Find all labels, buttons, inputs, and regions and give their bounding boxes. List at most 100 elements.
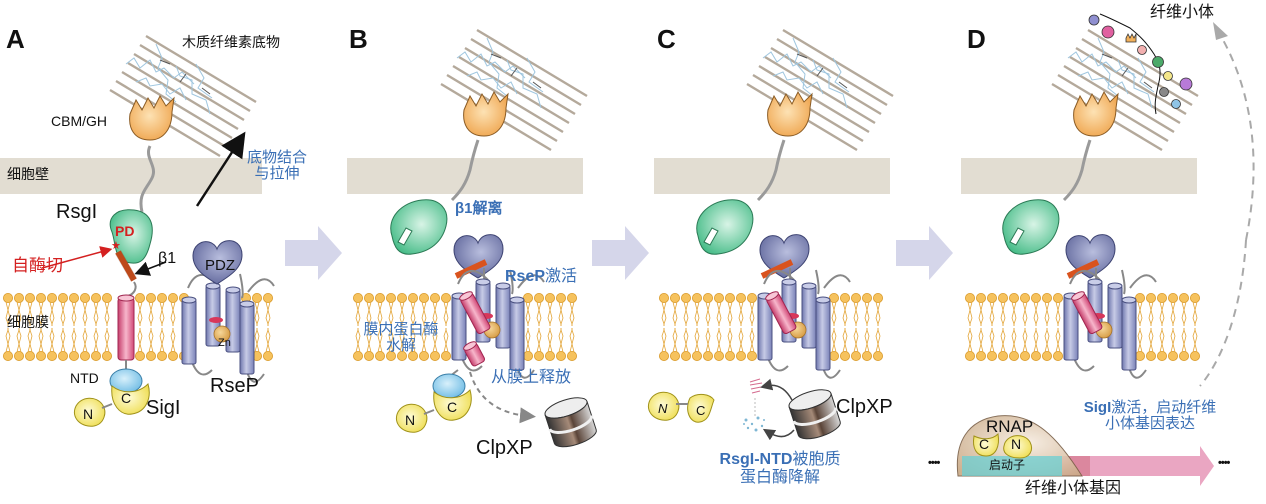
lipid-molecule: [725, 292, 735, 362]
sigl-c-label-d: C: [979, 436, 990, 452]
panel-arrow-a-to-b: [285, 226, 342, 280]
lipid-molecule: [862, 292, 872, 362]
cellulosome-gene-label: 纤维小体基因: [1025, 478, 1122, 497]
cell-wall-b: [347, 158, 583, 194]
sigl-activation-bold: SigI: [1083, 399, 1112, 416]
lipid-molecule: [1053, 292, 1063, 362]
lipid-molecule: [692, 292, 702, 362]
lipid-molecule: [1157, 292, 1167, 362]
sigl-c-domain-c: [687, 393, 715, 423]
sigl-n-domain-c: [648, 391, 680, 421]
beta1-strand-a: [115, 250, 137, 282]
rsep-label: RseP: [210, 375, 259, 397]
rsgl-tm-helix-a: [117, 297, 135, 361]
beta1-dissociate-text: β1解离: [455, 200, 503, 217]
sigl-c-label-a: C: [121, 390, 132, 406]
cellulosome-label: 纤维小体: [1150, 2, 1215, 21]
sigl-c-label-c: C: [696, 403, 706, 418]
lipid-molecule: [91, 292, 101, 362]
lipid-molecule: [714, 292, 724, 362]
lipid-molecule: [851, 292, 861, 362]
lipid-molecule: [58, 292, 68, 362]
lipid-molecule: [1179, 292, 1189, 362]
pd-label: PD: [115, 223, 135, 239]
lignocellulose-substrate-d: [1050, 28, 1200, 152]
sigl-c-domain-b: [433, 389, 472, 421]
zn-label: Zn: [218, 337, 231, 349]
lipid-molecule: [545, 292, 555, 362]
lipid-molecule: [80, 292, 90, 362]
rsgl-pd-domain-d: [1002, 199, 1060, 255]
sigl-activation-label: SigI激活，启动纤维 小体基因表达: [1050, 398, 1250, 432]
beta1-strand-c: [760, 259, 794, 279]
rsgl-label: RsgI: [56, 201, 98, 223]
cell-wall-a: [0, 158, 262, 194]
lipid-molecule: [567, 292, 577, 362]
lipid-molecule: [747, 292, 757, 362]
lipid-molecule: [1190, 292, 1200, 362]
sigl-activation-line1: SigI激活，启动纤维: [1050, 398, 1250, 416]
rsep-activate-bold: RseP: [505, 268, 546, 285]
panel-c: [648, 28, 895, 445]
rsep-activate-label: RseP激活: [505, 267, 577, 286]
rnap-label: RNAP: [986, 417, 1034, 436]
clpxp-label-b: ClpXP: [476, 437, 533, 459]
panel-label-d: D: [967, 24, 986, 54]
sigl-c-label-b: C: [447, 399, 458, 415]
autocleave-label: 自酶切: [12, 256, 63, 276]
beta1-gap-b: [397, 227, 413, 246]
lipid-molecule: [1020, 292, 1030, 362]
sigl-c-domain-d: [973, 432, 999, 457]
cell-wall-label: 细胞壁: [7, 167, 49, 183]
substrate-binding-stretch-label: 底物结合 与拉伸: [243, 149, 311, 182]
lipid-molecule: [965, 292, 975, 362]
cleavage-star-icon: ★: [111, 239, 121, 252]
sigl-n-label-c: N: [658, 401, 668, 416]
lipid-molecule: [681, 292, 691, 362]
panel-arrow-c-to-d: [896, 226, 953, 280]
lipid-molecule: [523, 292, 533, 362]
clpxp-c: [785, 384, 845, 445]
lipid-molecule: [1146, 292, 1156, 362]
lipid-molecule: [102, 292, 112, 362]
expression-feedback-dashed-arrow: [1221, 37, 1255, 241]
lipid-molecule: [534, 292, 544, 362]
ntd-degradation-rest: 被胞质: [792, 449, 841, 468]
lipid-molecule: [156, 292, 168, 362]
lignocellulose-substrate-b: [439, 28, 589, 152]
beta1-strand-b: [454, 259, 488, 279]
beta1-dissociate-label: β1解离: [455, 201, 503, 217]
intramembrane-line1: 膜内蛋白酶: [363, 320, 439, 338]
lipid-molecule: [829, 292, 839, 362]
degradation-arrow-up: [760, 378, 793, 401]
lipid-molecule: [145, 292, 157, 362]
autocleave-arrow: [41, 246, 113, 269]
linker-a: [139, 145, 155, 213]
lipid-molecule: [1042, 292, 1052, 362]
promoter-label: 启动子: [989, 458, 1026, 472]
beta1-label: β1: [158, 250, 177, 267]
beta1-pointer-arrow: [134, 261, 167, 276]
rsgl-pd-domain-b: [390, 199, 448, 255]
sigl-n-domain-b: [396, 403, 428, 433]
lipid-molecule: [1031, 292, 1041, 362]
panel-label-a: A: [6, 24, 25, 54]
rsep-protease-c: [757, 267, 851, 379]
rsep-protease-d: [1063, 267, 1157, 379]
rsgl-tm-helix-d: [1071, 291, 1103, 335]
cellulosome-gene-arrow: [1062, 446, 1214, 486]
panel-arrow-b-to-c: [592, 226, 649, 280]
sigl-activation-line2: 小体基因表达: [1104, 413, 1195, 432]
rsgl-tm-helix-c: [765, 291, 797, 335]
binding-label-line2: 与拉伸: [254, 163, 300, 182]
sigl-activation-rest: 激活，启动纤维: [1111, 398, 1217, 416]
panel-b: [390, 28, 601, 453]
intramembrane-proteolysis-label: 膜内蛋白酶 水解: [345, 320, 457, 354]
beta1-strand-d: [1066, 259, 1100, 279]
rsgl-tm-fragment-b: [463, 341, 486, 367]
ntd-label: NTD: [70, 370, 99, 386]
sigl-n-domain-a: [74, 397, 106, 427]
clpxp-b: [541, 392, 601, 453]
lipid-molecule: [1135, 292, 1145, 362]
